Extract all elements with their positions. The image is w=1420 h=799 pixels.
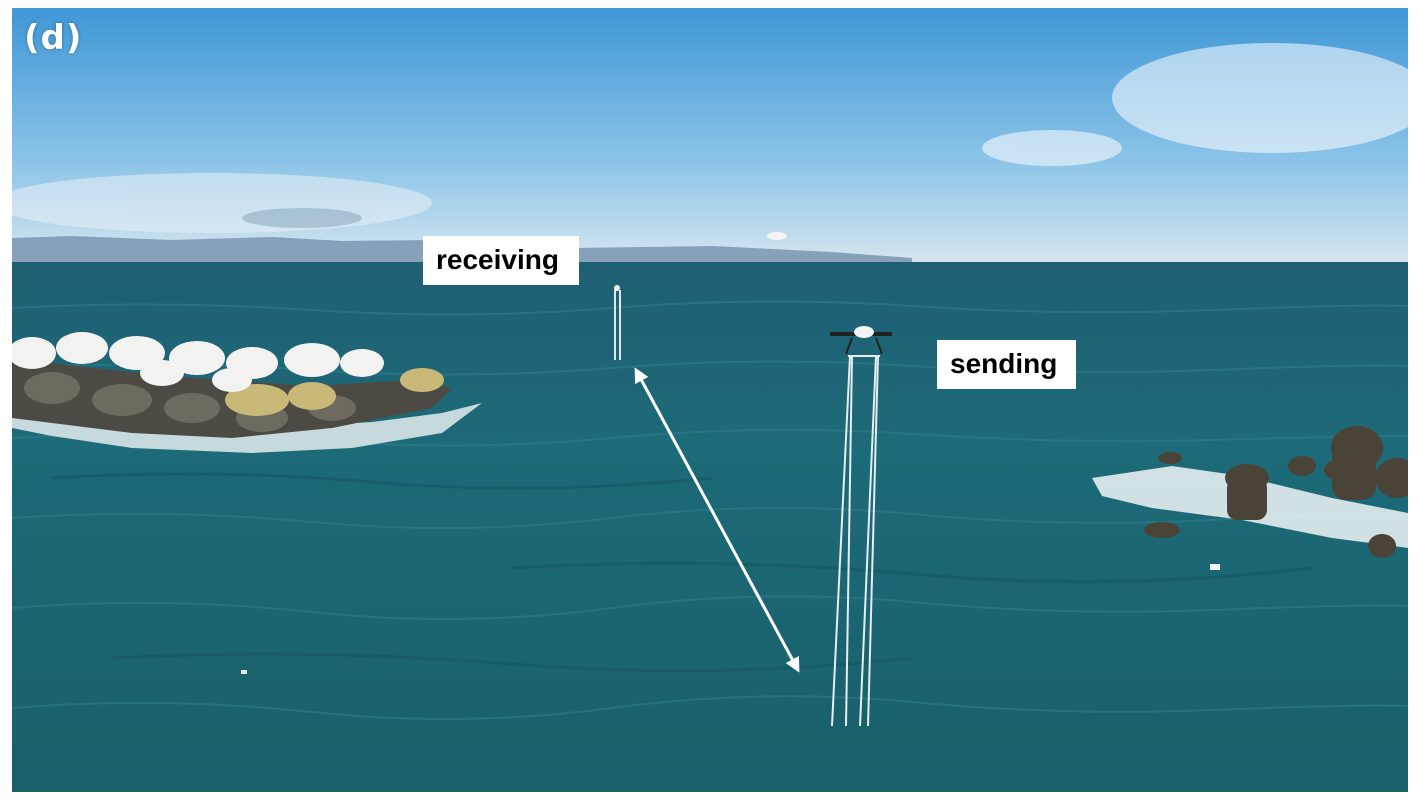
receiving-label: receiving: [423, 236, 579, 285]
sending-antenna: [831, 355, 880, 727]
sea: [12, 262, 1408, 792]
right-breakwater: [1092, 426, 1408, 570]
clouds: [12, 43, 1408, 233]
sea-photo: [12, 8, 1408, 792]
receiving-antenna: [614, 285, 621, 360]
panel-letter: (d): [24, 18, 83, 58]
left-breakwater: [12, 332, 482, 453]
distant-island: [767, 232, 787, 240]
distance-arrow: [634, 367, 800, 673]
drone: [830, 326, 892, 355]
sending-label: sending: [937, 340, 1076, 389]
